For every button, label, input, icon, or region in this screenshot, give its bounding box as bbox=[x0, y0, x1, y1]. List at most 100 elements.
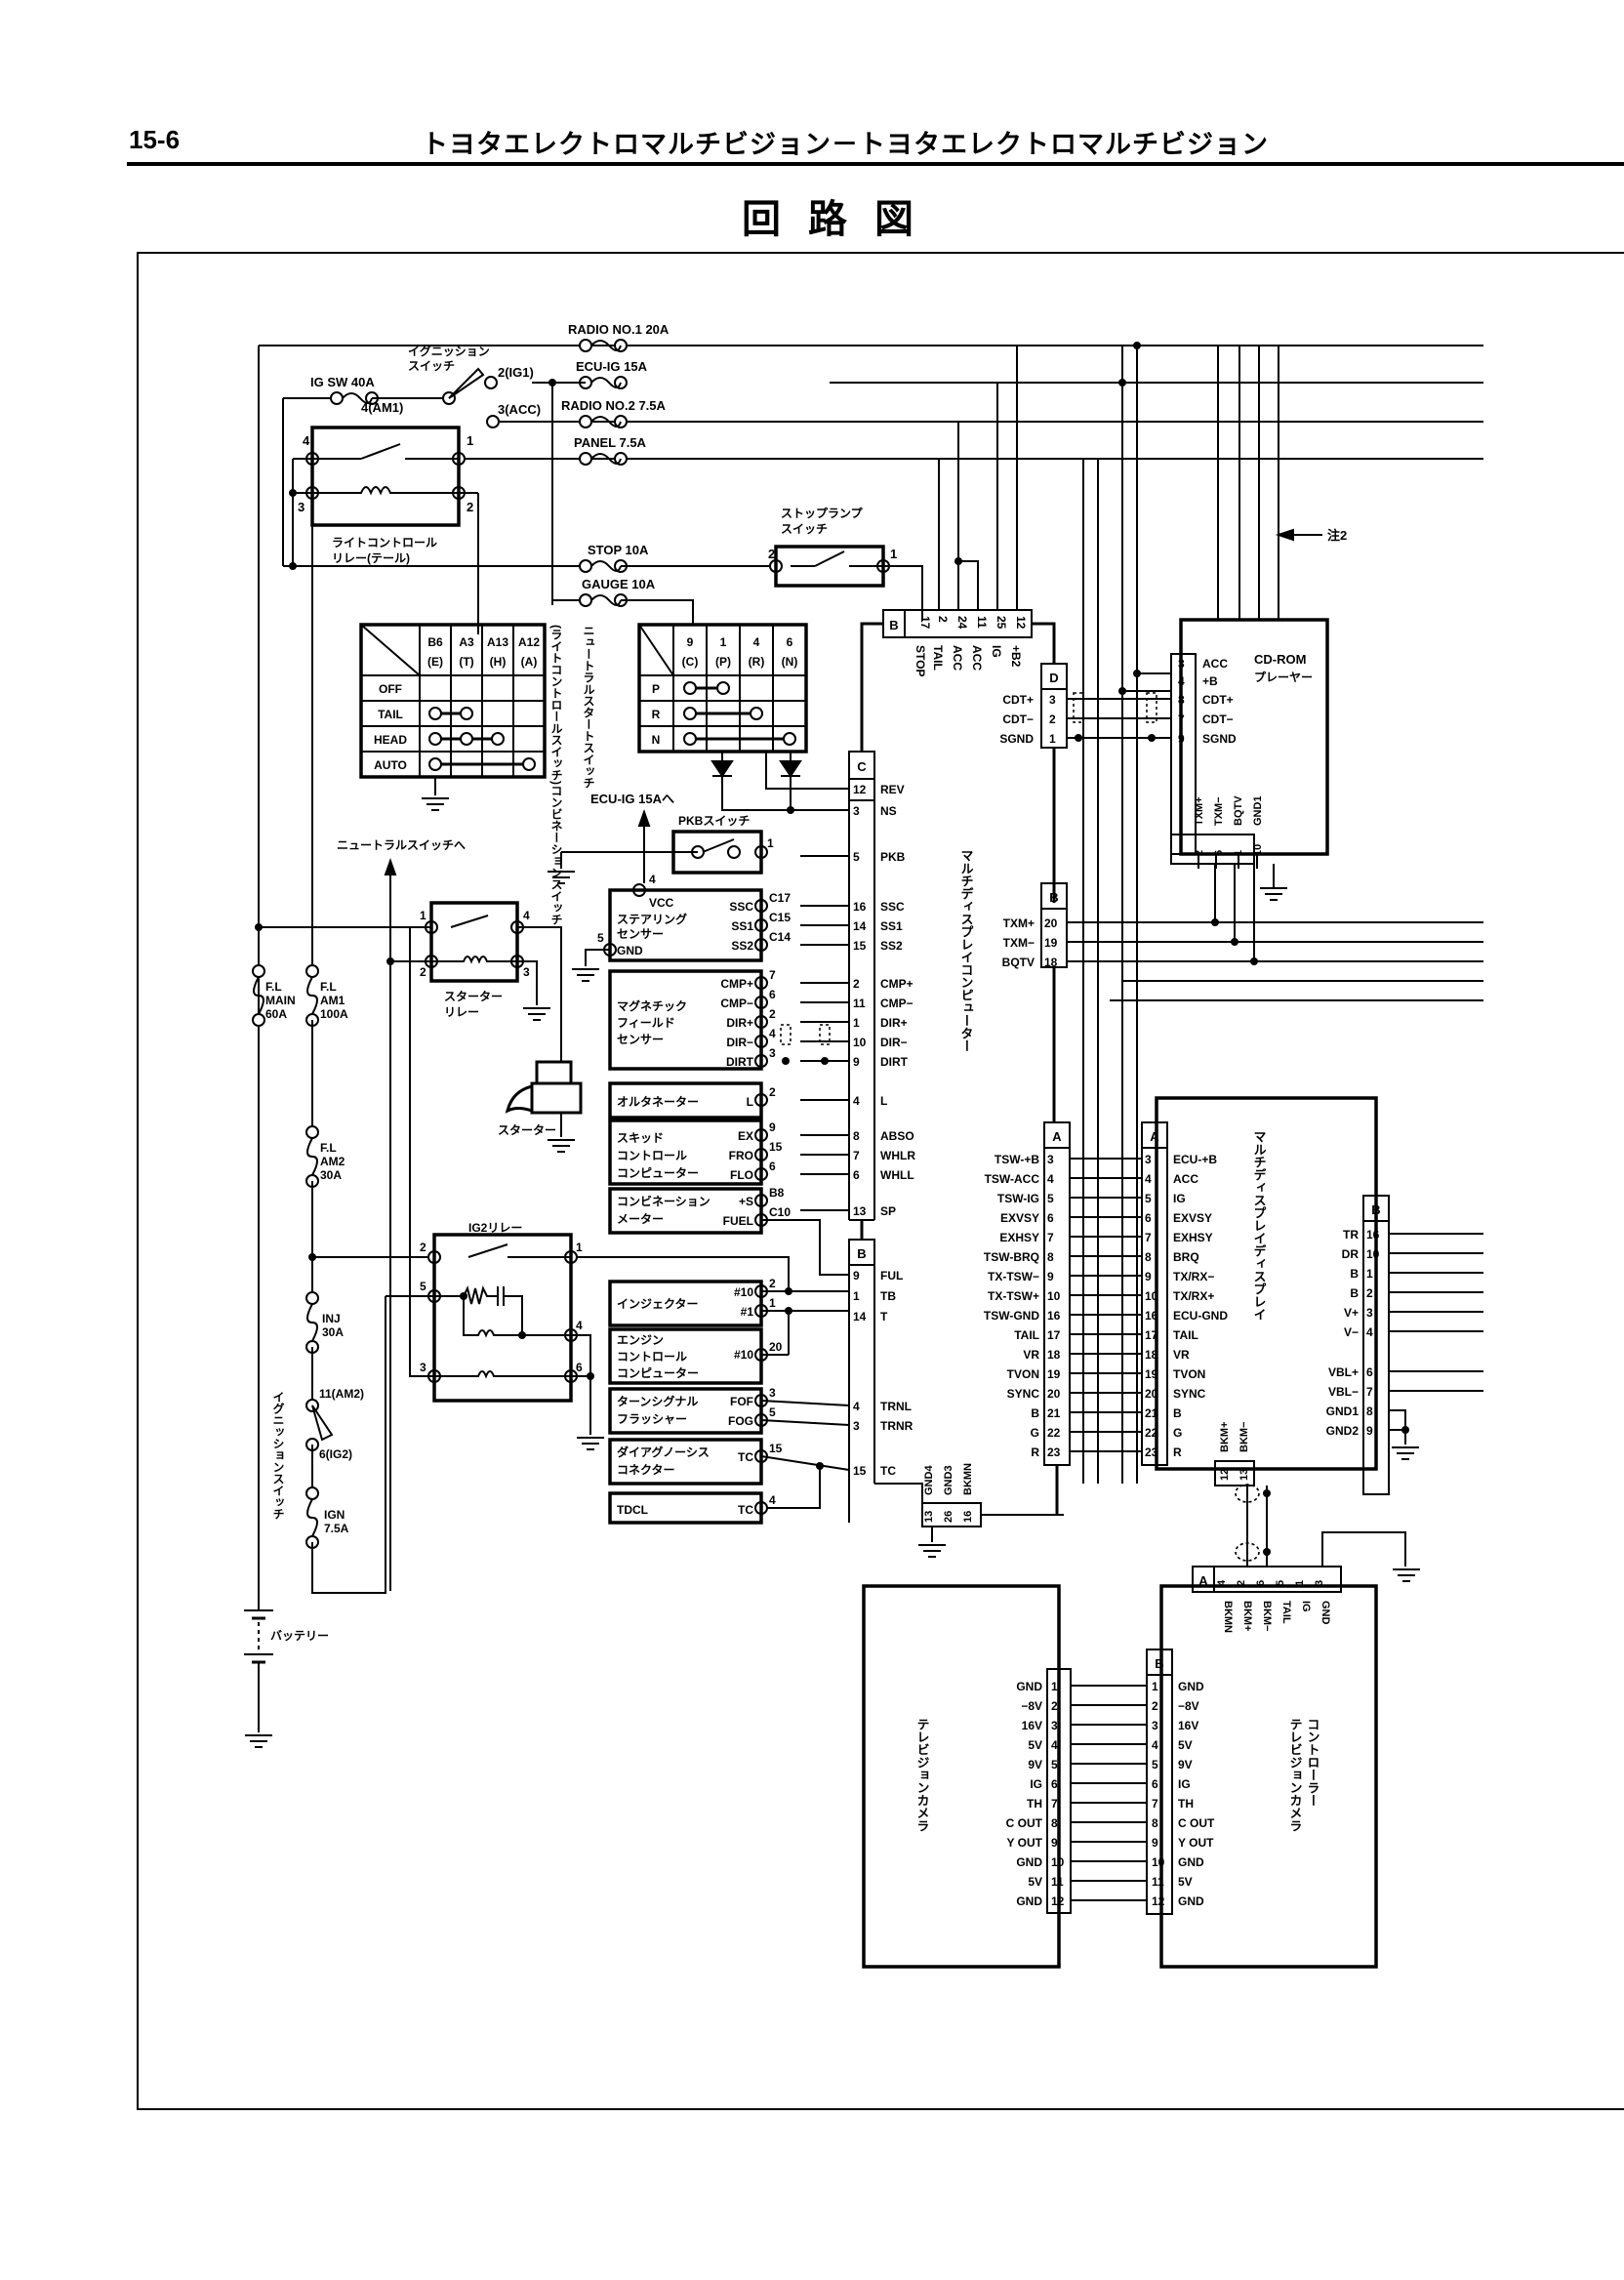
ig-terminal-am2: 11(AM2) bbox=[319, 1387, 364, 1401]
wire bbox=[760, 1400, 850, 1406]
pin-number: 3 bbox=[1051, 1719, 1058, 1732]
stop-lamp-switch-label: スイッチ bbox=[781, 522, 828, 536]
pin-signal: TSW-+B bbox=[995, 1153, 1039, 1166]
pin-number: 3 bbox=[853, 804, 860, 818]
label: 4 bbox=[649, 873, 656, 886]
table-row-label: N bbox=[652, 733, 661, 747]
pin-number: 6 bbox=[769, 1160, 776, 1173]
pin-number: 3 bbox=[1049, 693, 1056, 707]
pin-signal: ACC bbox=[1173, 1172, 1198, 1186]
pin-signal: TXM+ bbox=[1194, 796, 1205, 826]
multi-display bbox=[1155, 1096, 1378, 1471]
junction-dot bbox=[821, 1057, 829, 1065]
label: FLO bbox=[730, 1168, 753, 1182]
fuse-icon bbox=[590, 560, 622, 572]
label: 15 bbox=[769, 1442, 783, 1455]
pin-signal: ABSO bbox=[880, 1129, 914, 1143]
pin-number: 8 bbox=[1366, 1405, 1373, 1418]
pin-signal: TSW-IG bbox=[997, 1192, 1039, 1205]
pin-signal: BQTV bbox=[1002, 956, 1035, 969]
contact bbox=[428, 732, 442, 746]
pin-signal: R bbox=[1173, 1445, 1182, 1459]
turn-signal-flasher bbox=[608, 1387, 763, 1435]
pin-signal: −8V bbox=[1021, 1699, 1042, 1713]
pin-number: 2 bbox=[853, 977, 860, 991]
pin-signal: TAIL bbox=[1173, 1328, 1198, 1342]
label: DIR+ bbox=[726, 1016, 753, 1030]
switch-icon bbox=[814, 550, 845, 567]
pin-number: 11 bbox=[1152, 1875, 1164, 1889]
fuse-terminal bbox=[579, 452, 592, 466]
pin-number: 6 bbox=[1255, 1580, 1267, 1586]
pin-signal: TXM+ bbox=[1003, 916, 1035, 930]
table-col-header: A13 bbox=[487, 635, 508, 649]
camera-connector bbox=[1046, 1668, 1072, 1914]
pin-signal: BKM+ bbox=[1219, 1422, 1231, 1452]
pin-signal: CDT+ bbox=[1202, 693, 1234, 707]
pin-signal: IG bbox=[990, 645, 1003, 658]
pin-signal: SYNC bbox=[1173, 1387, 1206, 1401]
connector-b-lower bbox=[848, 1239, 875, 1266]
label: 1 bbox=[767, 836, 774, 850]
pin-number: 2 bbox=[936, 616, 950, 623]
label: SS1 bbox=[731, 919, 753, 933]
pin-number: 4 bbox=[853, 1094, 860, 1108]
label: TC bbox=[738, 1503, 753, 1517]
engine-computer-label: コントロール bbox=[617, 1350, 687, 1364]
label: 5 bbox=[597, 931, 604, 945]
pin-signal: 5V bbox=[1178, 1875, 1193, 1889]
label: 3 bbox=[298, 500, 304, 514]
pin-signal: IG bbox=[1030, 1777, 1042, 1791]
pin-number: 1 bbox=[853, 1016, 860, 1030]
fuse-fl-am1: AM1 bbox=[320, 994, 345, 1007]
table-diagonal bbox=[638, 624, 674, 676]
component-boxes bbox=[310, 426, 1390, 1969]
wire bbox=[311, 1296, 386, 1594]
ig-terminal-ig1: 2(IG1) bbox=[498, 365, 534, 380]
combination-meter-label: メーター bbox=[617, 1212, 664, 1226]
pin-signal: CDT− bbox=[1002, 712, 1034, 726]
contact bbox=[428, 757, 442, 771]
pin-signal: GND bbox=[1178, 1894, 1204, 1908]
diode-icon bbox=[779, 760, 802, 778]
component-box bbox=[1040, 908, 1068, 968]
multi-display-computer-label: マルチディスプレイコンピューター bbox=[959, 849, 974, 1052]
pin-signal: C OUT bbox=[1006, 1816, 1043, 1830]
component-box bbox=[1043, 1147, 1071, 1466]
table-col-header: 1 bbox=[720, 635, 727, 649]
engine-control-computer bbox=[608, 1327, 763, 1385]
diag-connector-label: ダイアグノーシス bbox=[617, 1445, 710, 1459]
junction-dot bbox=[787, 806, 794, 814]
label: FOG bbox=[728, 1414, 753, 1428]
pin-signal: Y OUT bbox=[1007, 1836, 1043, 1850]
pin-number: 6 bbox=[1051, 1777, 1058, 1791]
table-col-header: A3 bbox=[459, 635, 474, 649]
pin-signal: ACC bbox=[970, 645, 984, 671]
pin-signal: DR bbox=[1342, 1247, 1360, 1261]
label: L bbox=[747, 1095, 753, 1109]
pin-number: 15 bbox=[853, 939, 867, 953]
pin-number: 1 bbox=[769, 1296, 776, 1310]
table-col-header: (H) bbox=[490, 655, 507, 669]
fuse-icon bbox=[306, 1137, 318, 1176]
junction-dot bbox=[1133, 342, 1141, 349]
pin-number: 7 bbox=[1145, 1231, 1152, 1244]
fuse-icon bbox=[590, 377, 622, 388]
pin-signal: GND bbox=[1320, 1601, 1331, 1625]
pin-signal: B bbox=[1173, 1406, 1182, 1420]
pin-number: 2 bbox=[1051, 1699, 1058, 1713]
pin-signal: V+ bbox=[1344, 1306, 1359, 1320]
ig-switch-terminal bbox=[486, 415, 500, 428]
switch-icon bbox=[702, 838, 735, 853]
ignition-switch-label: スイッチ bbox=[408, 359, 455, 373]
multi-display-label: マルチディスプレイディスプレイ bbox=[1252, 1130, 1267, 1321]
fuse-ign: 7.5A bbox=[324, 1522, 349, 1535]
pin-number: 18 bbox=[1044, 956, 1058, 969]
contact bbox=[683, 707, 697, 720]
table-col-header: (T) bbox=[459, 655, 473, 669]
ignition-switch-lower-label: イグニッションスイッチ bbox=[271, 1391, 285, 1520]
pin-signal: G bbox=[1031, 1426, 1039, 1440]
junction-dot bbox=[1263, 1548, 1271, 1556]
pin-signal: 9V bbox=[1178, 1758, 1193, 1771]
wire bbox=[874, 1483, 923, 1523]
